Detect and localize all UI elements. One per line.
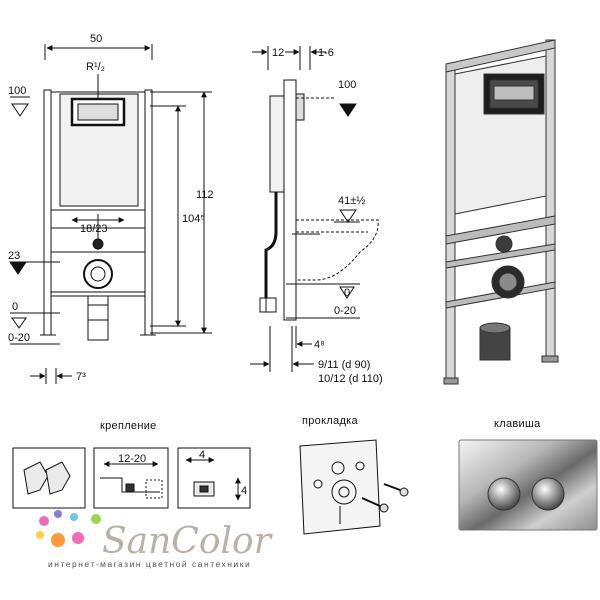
mounting-panels xyxy=(12,447,251,509)
mounting-dim-c: 4 xyxy=(241,485,247,497)
logo-dot xyxy=(72,532,84,544)
side-seat-height: 41±½ xyxy=(338,195,365,207)
side-bottom-small: 4⁸ xyxy=(314,339,325,351)
front-height-inner: 104⁵ xyxy=(182,213,205,225)
logo-dot xyxy=(54,510,62,518)
side-level-neg: 0-20 xyxy=(334,305,356,317)
front-level-100: 100 xyxy=(8,85,26,97)
side-top-right: 1-6 xyxy=(318,47,334,59)
side-pipe-d90: 9/11 (d 90) xyxy=(318,359,370,371)
side-level-0: 0 xyxy=(344,287,350,299)
front-center-dim: 18/23 xyxy=(80,223,108,235)
side-view xyxy=(250,46,379,372)
logo-dot xyxy=(36,531,44,539)
gasket-panel xyxy=(299,439,409,535)
flush-button-plate xyxy=(458,439,598,531)
front-width-label: 50 xyxy=(90,33,102,45)
logo-name: SanColor xyxy=(102,521,273,562)
flush-button-large-icon xyxy=(531,477,565,511)
flush-button-small-icon xyxy=(487,477,521,511)
front-view xyxy=(9,44,212,384)
installation-frame-photo xyxy=(443,39,559,385)
side-level-100: 100 xyxy=(338,79,356,91)
front-level-0: 0 xyxy=(12,301,18,313)
logo-tagline: интернет-магазин цветной сантехники xyxy=(48,559,251,569)
front-bottom-dim: 7³ xyxy=(76,371,86,383)
mounting-title: крепление xyxy=(100,420,157,432)
mounting-dim-b: 4 xyxy=(199,449,205,461)
mounting-dim-a: 12-20 xyxy=(118,453,146,465)
front-height-total: 112 xyxy=(196,189,214,201)
side-top-left: 12 xyxy=(272,47,284,59)
logo-dot xyxy=(51,533,65,547)
gasket-title: прокладка xyxy=(302,415,359,427)
front-r-label: R¹/₂ xyxy=(86,61,105,73)
logo-dot xyxy=(39,516,49,526)
logo-dot xyxy=(70,513,78,521)
logo-dot xyxy=(91,514,101,524)
sancolor-logo-dots xyxy=(36,510,101,547)
side-pipe-d110: 10/12 (d 110) xyxy=(318,373,383,385)
button-title: клавиша xyxy=(494,418,541,430)
front-level-23: 23 xyxy=(8,250,20,262)
front-level-neg: 0-20 xyxy=(8,332,30,344)
